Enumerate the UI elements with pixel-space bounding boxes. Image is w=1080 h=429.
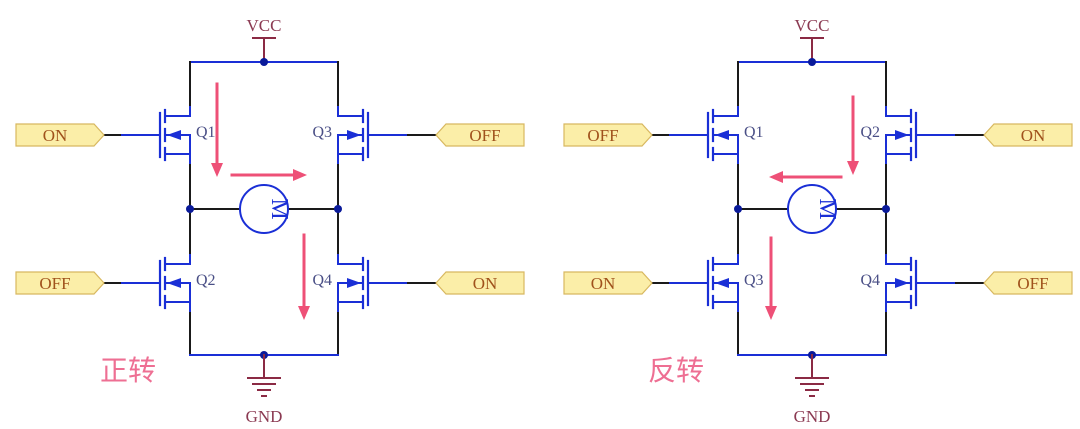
arrow-head [298, 306, 310, 320]
transistor-label: Q2 [196, 272, 216, 289]
junction-node [882, 205, 890, 213]
arrow-head [847, 161, 859, 175]
port-tag [15, 123, 105, 147]
transistor-label: Q2 [860, 124, 880, 141]
input-port: OFF [983, 271, 1073, 295]
port-tag [435, 123, 525, 147]
mosfet-symbol: Q2 [860, 106, 957, 164]
mosfet-symbol: Q4 [312, 254, 409, 312]
current-arrow-right [230, 169, 307, 181]
port-label: ON [591, 274, 616, 293]
port-tag [435, 271, 525, 295]
port-label: OFF [587, 126, 618, 145]
body-diode-arrow [167, 278, 181, 288]
junction-node [808, 58, 816, 66]
body-diode-arrow [347, 278, 361, 288]
port-label: OFF [39, 274, 70, 293]
vcc-label: VCC [247, 16, 282, 35]
input-port: OFF [15, 271, 105, 295]
current-arrow-left [769, 171, 843, 183]
port-tag [983, 271, 1073, 295]
mosfet-symbol: Q4 [860, 254, 957, 312]
arrow-head [769, 171, 783, 183]
transistor-label: Q4 [860, 272, 880, 289]
transistor-label: Q1 [196, 124, 216, 141]
motor-label: M [266, 198, 292, 219]
motor: M [787, 184, 840, 234]
junction-node [260, 58, 268, 66]
port-label: ON [43, 126, 68, 145]
junction-node [334, 205, 342, 213]
mosfet-symbol: Q1 [667, 106, 764, 164]
motor: M [239, 184, 292, 234]
arrow-head [211, 163, 223, 177]
rotation-caption: 反转 [648, 354, 704, 387]
port-tag [983, 123, 1073, 147]
mosfet-symbol: Q3 [312, 106, 409, 164]
transistor-label: Q1 [744, 124, 764, 141]
current-arrow-down [765, 236, 777, 320]
body-diode-arrow [895, 278, 909, 288]
transistor-label: Q4 [312, 272, 332, 289]
input-port: ON [983, 123, 1073, 147]
port-tag [15, 271, 105, 295]
input-port: ON [435, 271, 525, 295]
port-label: ON [1021, 126, 1046, 145]
input-port: OFF [435, 123, 525, 147]
junction-node [734, 205, 742, 213]
mosfet-symbol: Q3 [667, 254, 764, 312]
port-label: OFF [1017, 274, 1048, 293]
mosfet-symbol: Q1 [119, 106, 216, 164]
transistor-label: Q3 [744, 272, 764, 289]
rotation-caption: 正转 [100, 354, 156, 387]
current-arrow-down [298, 233, 310, 320]
gnd-label: GND [794, 407, 831, 426]
port-tag [563, 271, 653, 295]
transistor-label: Q3 [312, 124, 332, 141]
input-port: ON [563, 271, 653, 295]
vcc-label: VCC [795, 16, 830, 35]
body-diode-arrow [895, 130, 909, 140]
port-tag [563, 123, 653, 147]
body-diode-arrow [347, 130, 361, 140]
gnd-label: GND [246, 407, 283, 426]
current-arrow-down [847, 95, 859, 175]
current-arrow-down [211, 82, 223, 177]
arrow-head [293, 169, 307, 181]
body-diode-arrow [715, 130, 729, 140]
junction-node [186, 205, 194, 213]
port-label: OFF [469, 126, 500, 145]
mosfet-symbol: Q2 [119, 254, 216, 312]
port-label: ON [473, 274, 498, 293]
arrow-head [765, 306, 777, 320]
body-diode-arrow [167, 130, 181, 140]
motor-circle [239, 184, 289, 234]
input-port: ON [15, 123, 105, 147]
motor-label: M [814, 198, 840, 219]
body-diode-arrow [715, 278, 729, 288]
motor-circle [787, 184, 837, 234]
input-port: OFF [563, 123, 653, 147]
